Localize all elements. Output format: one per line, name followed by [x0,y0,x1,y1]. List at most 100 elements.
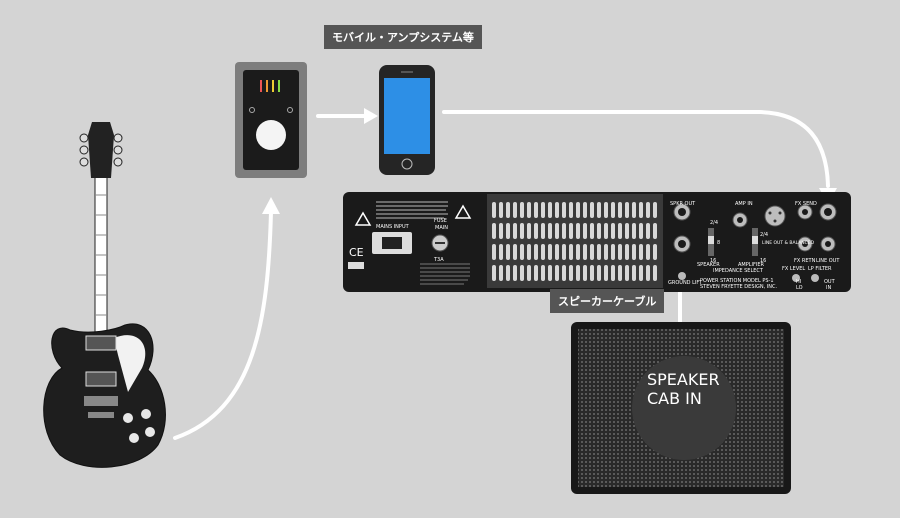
vent-slot [548,202,552,218]
vent-slot [611,202,615,218]
vent-slot [583,265,587,281]
line-out-balanced-label: LINE OUT & BALANCED [762,240,815,246]
vent-slot [583,244,587,260]
vent-slot [653,223,657,239]
vent-slot [541,223,545,239]
vent-slot [492,223,496,239]
impedance-label: IMPEDANCE SELECT [713,268,764,274]
vent-slot [604,244,608,260]
arrowhead-right [364,108,378,124]
vent-slot [639,202,643,218]
vent-slot [492,244,496,260]
vent-slot [506,202,510,218]
vent-slot [576,223,580,239]
vent-slot [499,244,503,260]
vent-slot [513,202,517,218]
vent-slot [590,223,594,239]
line-out-label: LINE OUT [816,258,840,264]
out-label: OUT [824,279,836,285]
vent-slot [625,202,629,218]
vent-slot [562,223,566,239]
fx-level-label: FX LEVEL [782,266,805,272]
hi-label: HI [796,279,801,285]
vent-slot [492,202,496,218]
vent-slot [541,265,545,281]
vent-slot [646,202,650,218]
vent-slot [646,244,650,260]
vent-slot [555,244,559,260]
audio-interface-icon [235,62,307,178]
vent-slot [534,244,538,260]
vent-slot [506,244,510,260]
ohm-2-4-label-amp: 2/4 [760,232,768,238]
fx-level-knob [792,274,800,282]
vent-slot [569,265,573,281]
speaker-label: SPEAKER [697,262,720,268]
vent-slot [590,265,594,281]
vent-slot [520,223,524,239]
arrowhead-up [262,197,280,214]
amplifier-label: AMPLIFIER [738,262,765,268]
spkr-out-label: SPKR OUT [670,201,696,207]
vent-slot [583,202,587,218]
vent-slot [618,244,622,260]
vent-slot [534,202,538,218]
vent-slot [632,202,636,218]
vent-slot [632,265,636,281]
vent-slot [569,223,573,239]
vent-slot [527,202,531,218]
vent-slot [576,202,580,218]
ohm-16-label-spk: 16 [710,258,716,264]
vent-slot [569,202,573,218]
vent-slot [555,223,559,239]
ground-lift-label: GROUND LIFT [668,280,703,286]
vent-slot [499,265,503,281]
vent-slot [611,244,615,260]
vent-slot [604,265,608,281]
vent-slot [555,265,559,281]
lp-filter-knob [811,274,819,282]
vent-slot [625,265,629,281]
vent-slot [618,202,622,218]
vent-slot [527,265,531,281]
vent-slot [632,244,636,260]
vent-slot [506,223,510,239]
ohm-16-label-amp: 16 [760,258,766,264]
vent-slot [632,223,636,239]
vent-slot [576,244,580,260]
vent-slot [513,244,517,260]
vent-slot [618,265,622,281]
vent-slot [583,223,587,239]
vent-slot [646,223,650,239]
amp-in-label: AMP IN [735,201,753,207]
mains-input-label: MAINS INPUT [376,224,410,230]
speaker-cone [632,356,736,460]
cab-in-label-line1: SPEAKER [647,370,720,389]
vent-slot [590,202,594,218]
speaker-cabinet: SPEAKER CAB IN [571,322,791,494]
main-label: MAIN [435,225,448,231]
vent-slot [653,265,657,281]
vent-slot [604,202,608,218]
cab-in-label-line2: CAB IN [647,389,702,408]
vent-slot [513,223,517,239]
vent-slot [548,244,552,260]
vent-slot [527,244,531,260]
lo-label: LO [796,285,803,291]
fuse-label: FUSE [434,218,447,224]
vent-slot [653,244,657,260]
vent-slot [625,223,629,239]
vent-slot [625,244,629,260]
vent-slot [604,223,608,239]
xlr-jack [764,205,786,227]
vent-slot [534,265,538,281]
vent-slot [562,265,566,281]
vent-slot [541,202,545,218]
fuse-value-label: T3A [433,257,444,263]
vent-slot [576,265,580,281]
vent-slot [597,223,601,239]
fx-return-label: FX RETN [794,258,816,264]
model-label-2: STEVEN FRYETTE DESIGN, INC. [700,284,777,290]
